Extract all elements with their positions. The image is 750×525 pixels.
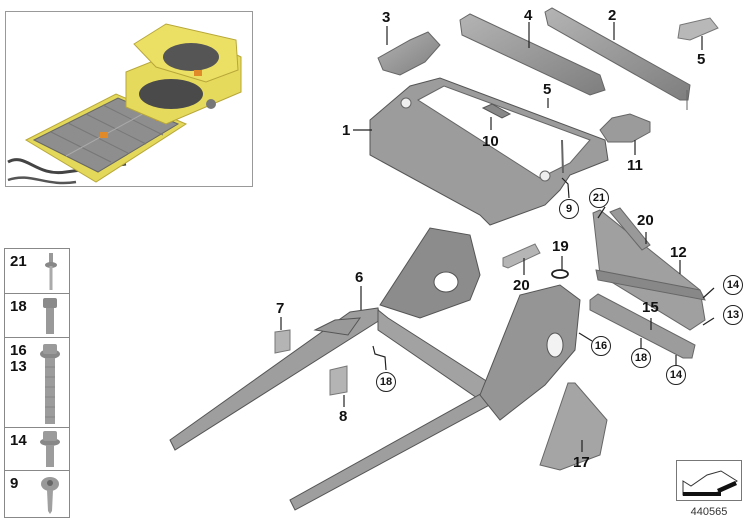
circled-label-21: 21 <box>589 188 609 208</box>
label-part-15: 15 <box>642 299 659 316</box>
circled-label-14-upper: 14 <box>723 275 743 295</box>
legend-cell-14: 14 <box>5 428 69 471</box>
label-part-3: 3 <box>382 9 391 26</box>
diagram-reference-number: 440565 <box>690 506 728 518</box>
label-part-17: 17 <box>573 454 590 471</box>
legend-cell-18: 18 <box>5 294 69 338</box>
label-part-2: 2 <box>608 7 617 24</box>
legend-number: 16 13 <box>10 342 27 375</box>
label-part-19: 19 <box>552 238 569 255</box>
circled-label-18-right: 18 <box>631 348 651 368</box>
label-part-5-top: 5 <box>697 51 706 68</box>
label-part-8: 8 <box>339 408 348 425</box>
label-part-7: 7 <box>276 300 285 317</box>
legend-cell-9: 9 <box>5 471 69 517</box>
arrow-direction-icon <box>682 470 738 496</box>
legend-cell-21: 21 <box>5 249 69 294</box>
battery-assembly-illustration <box>7 23 242 185</box>
fastener-legend: 21 18 16 13 14 <box>4 248 70 518</box>
legend-number: 9 <box>10 475 19 492</box>
circled-label-14-lower: 14 <box>666 365 686 385</box>
label-part-11: 11 <box>627 157 643 174</box>
long-flange-bolt-icon <box>40 344 60 424</box>
label-part-10: 10 <box>482 133 499 150</box>
circled-label-13: 13 <box>723 305 743 325</box>
label-part-1: 1 <box>342 122 351 139</box>
label-part-5: 5 <box>543 81 552 98</box>
label-part-12: 12 <box>670 244 687 261</box>
overview-thumbnail <box>5 11 253 187</box>
circled-label-9: 9 <box>559 199 579 219</box>
view-direction-reference-box <box>676 460 742 501</box>
legend-number: 14 <box>10 432 27 449</box>
label-part-20-right: 20 <box>637 212 654 229</box>
label-part-20: 20 <box>513 277 530 294</box>
circled-label-18: 18 <box>376 372 396 392</box>
legend-number: 21 <box>10 253 27 270</box>
label-part-6: 6 <box>355 269 364 286</box>
flange-bolt-icon <box>40 431 60 467</box>
hex-bolt-icon <box>43 298 57 334</box>
torx-screw-icon <box>41 477 59 514</box>
label-part-4: 4 <box>524 7 533 24</box>
legend-cell-16-13: 16 13 <box>5 338 69 428</box>
legend-number: 18 <box>10 298 27 315</box>
rivet-icon <box>45 253 57 290</box>
circled-label-16: 16 <box>591 336 611 356</box>
